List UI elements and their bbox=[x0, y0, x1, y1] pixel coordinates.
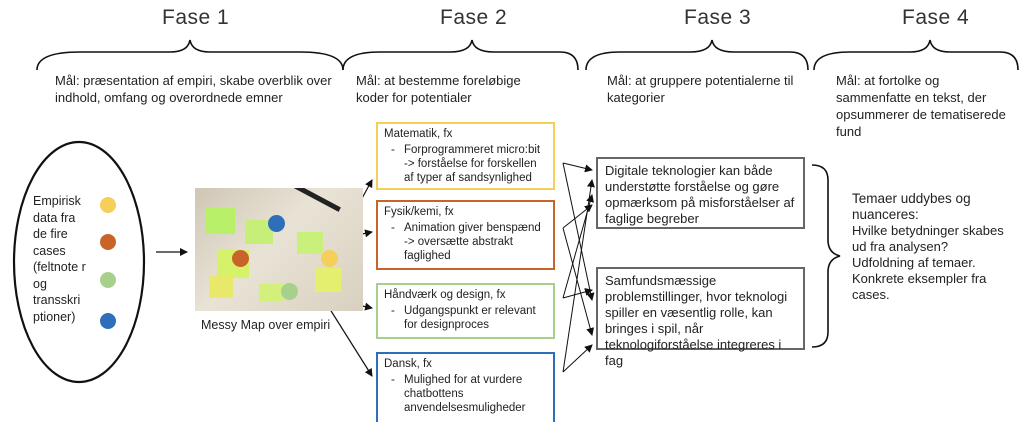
phase-goal-3: Mål: at gruppere potentialerne til kateg… bbox=[607, 73, 794, 105]
code-heading: Matematik, fx bbox=[384, 128, 453, 140]
phase-goal-1: Mål: præsentation af empiri, skabe overb… bbox=[55, 73, 332, 105]
empiri-dot-yellow bbox=[100, 197, 116, 213]
sticky-note bbox=[297, 232, 323, 254]
empiri-dot-blue bbox=[100, 313, 116, 329]
code-heading: Håndværk og design, fx bbox=[384, 289, 506, 301]
code-heading: Fysik/kemi, fx bbox=[384, 206, 454, 218]
phase-title-3: Fase 3 bbox=[684, 6, 752, 29]
brace-fase-3 bbox=[585, 39, 809, 71]
category-box-1: Digitale teknologier kan både understøtt… bbox=[596, 157, 805, 229]
brace-fase-1 bbox=[36, 39, 344, 71]
photo-dot-yellow bbox=[321, 250, 338, 267]
code-item: Udgangspunkt er relevant for designproce… bbox=[391, 304, 547, 332]
empiri-dot-orange bbox=[100, 234, 116, 250]
code-box-dansk: Dansk, fx Mulighed for at vurdere chatbo… bbox=[376, 352, 555, 422]
brace-fase-2 bbox=[342, 39, 579, 71]
sticky-note bbox=[209, 276, 233, 298]
phase-goal-2: Mål: at bestemme foreløbige koder for po… bbox=[356, 73, 521, 105]
phase-title-1: Fase 1 bbox=[162, 6, 230, 29]
phase-title-2: Fase 2 bbox=[440, 6, 508, 29]
sticky-note bbox=[259, 284, 283, 302]
code-heading: Dansk, fx bbox=[384, 358, 432, 370]
sticky-note bbox=[205, 208, 235, 234]
photo-dot-blue bbox=[268, 215, 285, 232]
brace-fase-4 bbox=[813, 39, 1019, 71]
phase-title-4: Fase 4 bbox=[902, 6, 970, 29]
photo-dot-green bbox=[281, 283, 298, 300]
empiri-dot-green bbox=[100, 272, 116, 288]
photo-dot-orange bbox=[232, 250, 249, 267]
empiri-label: Empirisk data fra de fire cases (feltnot… bbox=[33, 194, 86, 324]
code-box-fysik-kemi: Fysik/kemi, fx Animation giver benspænd … bbox=[376, 200, 555, 270]
sticky-note bbox=[315, 268, 341, 292]
brace-categories bbox=[811, 164, 841, 348]
conclusion-heading: Temaer uddybes og nuanceres: bbox=[852, 191, 971, 222]
conclusion-body: Hvilke betydninger skabes ud fra analyse… bbox=[852, 223, 1004, 302]
category-box-2: Samfundsmæssige problemstillinger, hvor … bbox=[596, 267, 805, 368]
messy-map-caption: Messy Map over empiri bbox=[201, 318, 331, 332]
code-box-matematik: Matematik, fx Forprogrammeret micro:bit … bbox=[376, 122, 555, 190]
phase-goal-4: Mål: at fortolke og sammenfatte en tekst… bbox=[836, 73, 1006, 139]
code-item: Forprogrammeret micro:bit -> forståelse … bbox=[391, 143, 547, 185]
pen bbox=[289, 188, 341, 212]
code-box-haandvaerk-design: Håndværk og design, fx Udgangspunkt er r… bbox=[376, 283, 555, 339]
messy-map-photo bbox=[195, 188, 363, 311]
code-item: Mulighed for at vurdere chatbottens anve… bbox=[391, 373, 547, 415]
code-item: Animation giver benspænd -> oversætte ab… bbox=[391, 221, 547, 263]
